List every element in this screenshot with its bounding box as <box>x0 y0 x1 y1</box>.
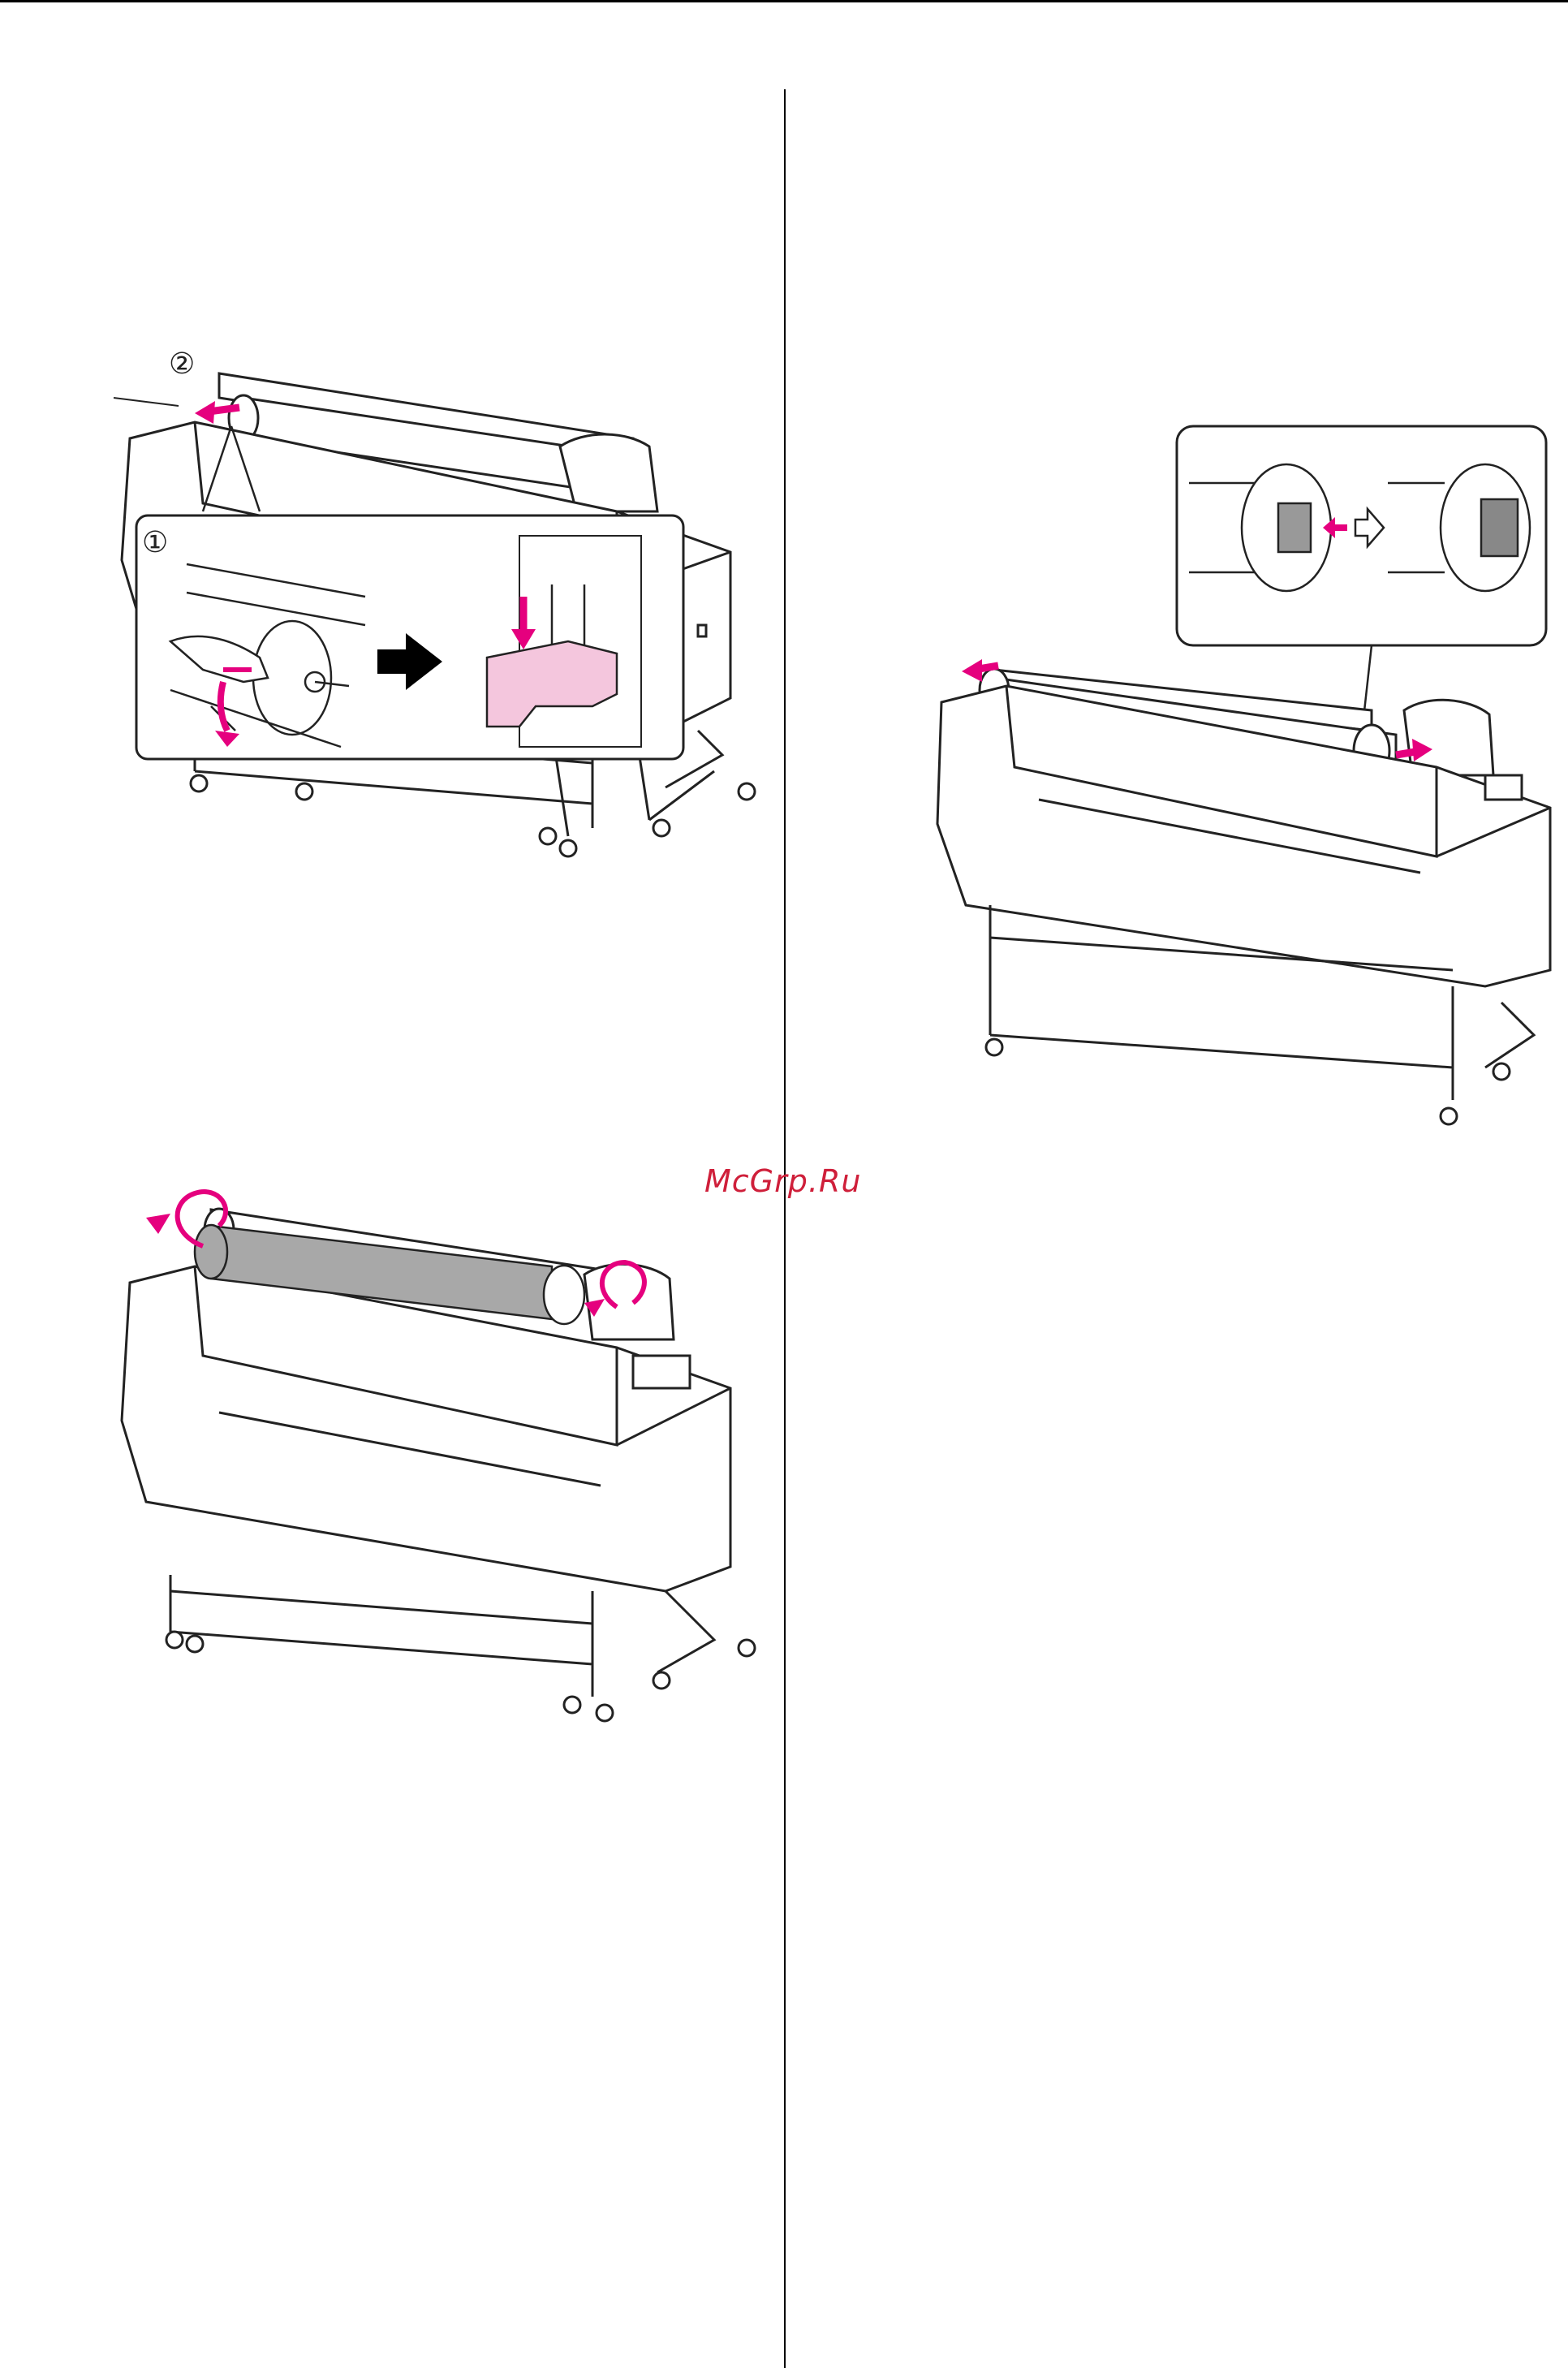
printer-rotate-roll-illustration <box>97 1185 763 1753</box>
top-rule <box>0 0 1568 2</box>
step-marker-2: ② <box>169 349 195 381</box>
printer-release-holder-illustration: ② ① <box>97 349 763 966</box>
watermark-text: McGrp.Ru <box>704 1163 861 1199</box>
printer-remove-adapters-illustration <box>917 418 1558 1165</box>
column-divider <box>784 89 786 2368</box>
step-marker-1: ① <box>142 526 168 559</box>
